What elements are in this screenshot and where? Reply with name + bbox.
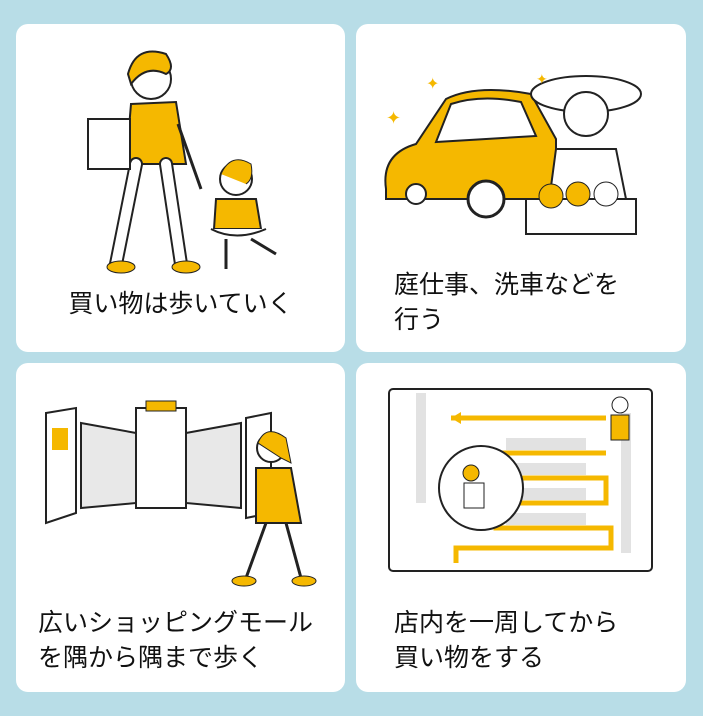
store-route-map-illustration bbox=[388, 388, 653, 572]
mall-walking-illustration bbox=[45, 400, 317, 587]
card-caption: 買い物は歩いていく bbox=[68, 289, 293, 318]
card-caption: 広いショッピングモール を隅から隅まで歩く bbox=[38, 608, 314, 672]
svg-text:✦: ✦ bbox=[536, 72, 548, 88]
car-and-vegetables-illustration: ✦ ✦ ✦ bbox=[384, 72, 642, 235]
card-caption: 店内を一周してから 買い物をする bbox=[394, 608, 619, 672]
mother-child-walking-illustration bbox=[87, 50, 277, 274]
card-store-loop: 店内を一周してから 買い物をする bbox=[356, 363, 686, 692]
card-walk-shopping: 買い物は歩いていく bbox=[16, 24, 345, 352]
card-caption: 庭仕事、洗車などを 行う bbox=[394, 270, 620, 334]
card-mall-walk: 広いショッピングモール を隅から隅まで歩く bbox=[16, 363, 345, 692]
card-garden-carwash: ✦ ✦ ✦ 庭仕事、洗車などを 行う bbox=[356, 24, 686, 352]
svg-text:✦: ✦ bbox=[426, 74, 439, 93]
svg-text:✦: ✦ bbox=[386, 108, 401, 129]
